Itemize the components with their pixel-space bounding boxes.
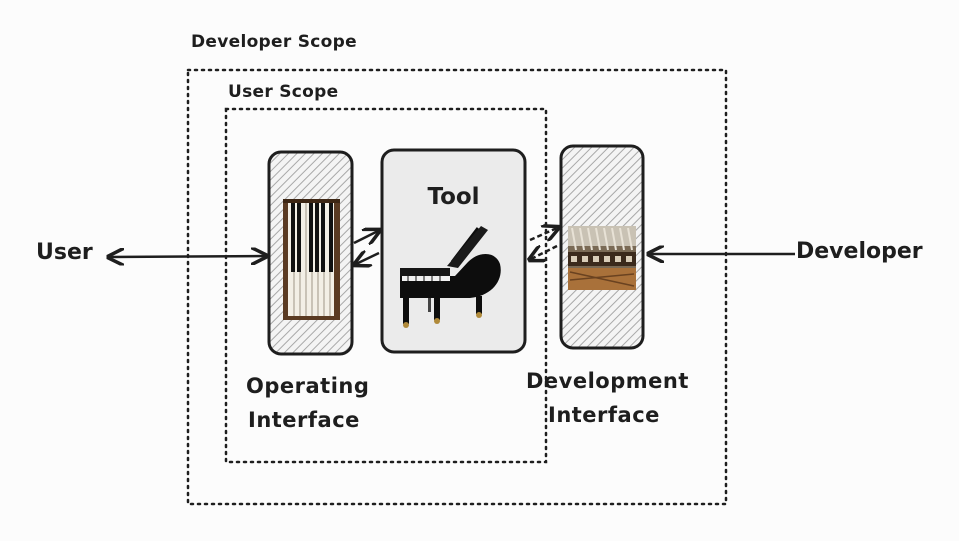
development-interface-label-line2: Interface — [548, 403, 660, 427]
user-scope-label: User Scope — [228, 82, 339, 102]
operating-interface-label-line1: Operating — [246, 374, 370, 398]
tool-label: Tool — [427, 184, 480, 210]
grand-piano-icon — [400, 226, 501, 328]
development-interface-label: Development Interface — [526, 364, 689, 432]
user-label: User — [36, 240, 93, 265]
operating-to-tool-arrow — [353, 231, 378, 243]
operating-interface-label: Operating Interface — [246, 369, 369, 437]
user-operating-arrow — [110, 256, 265, 257]
user-scope-boundary — [224, 107, 548, 464]
piano-keyboard-icon — [283, 199, 340, 320]
developer-scope-label: Developer Scope — [191, 32, 357, 52]
development-to-tool-arrow — [531, 244, 558, 259]
piano-action-mechanism-icon — [568, 226, 636, 290]
developer-scope-boundary — [186, 68, 728, 506]
tool-to-operating-arrow — [356, 253, 380, 264]
operating-interface-label-line2: Interface — [248, 408, 360, 432]
tool-to-development-arrow — [529, 228, 557, 240]
development-interface-label-line1: Development — [526, 369, 689, 393]
developer-label: Developer — [796, 239, 923, 264]
